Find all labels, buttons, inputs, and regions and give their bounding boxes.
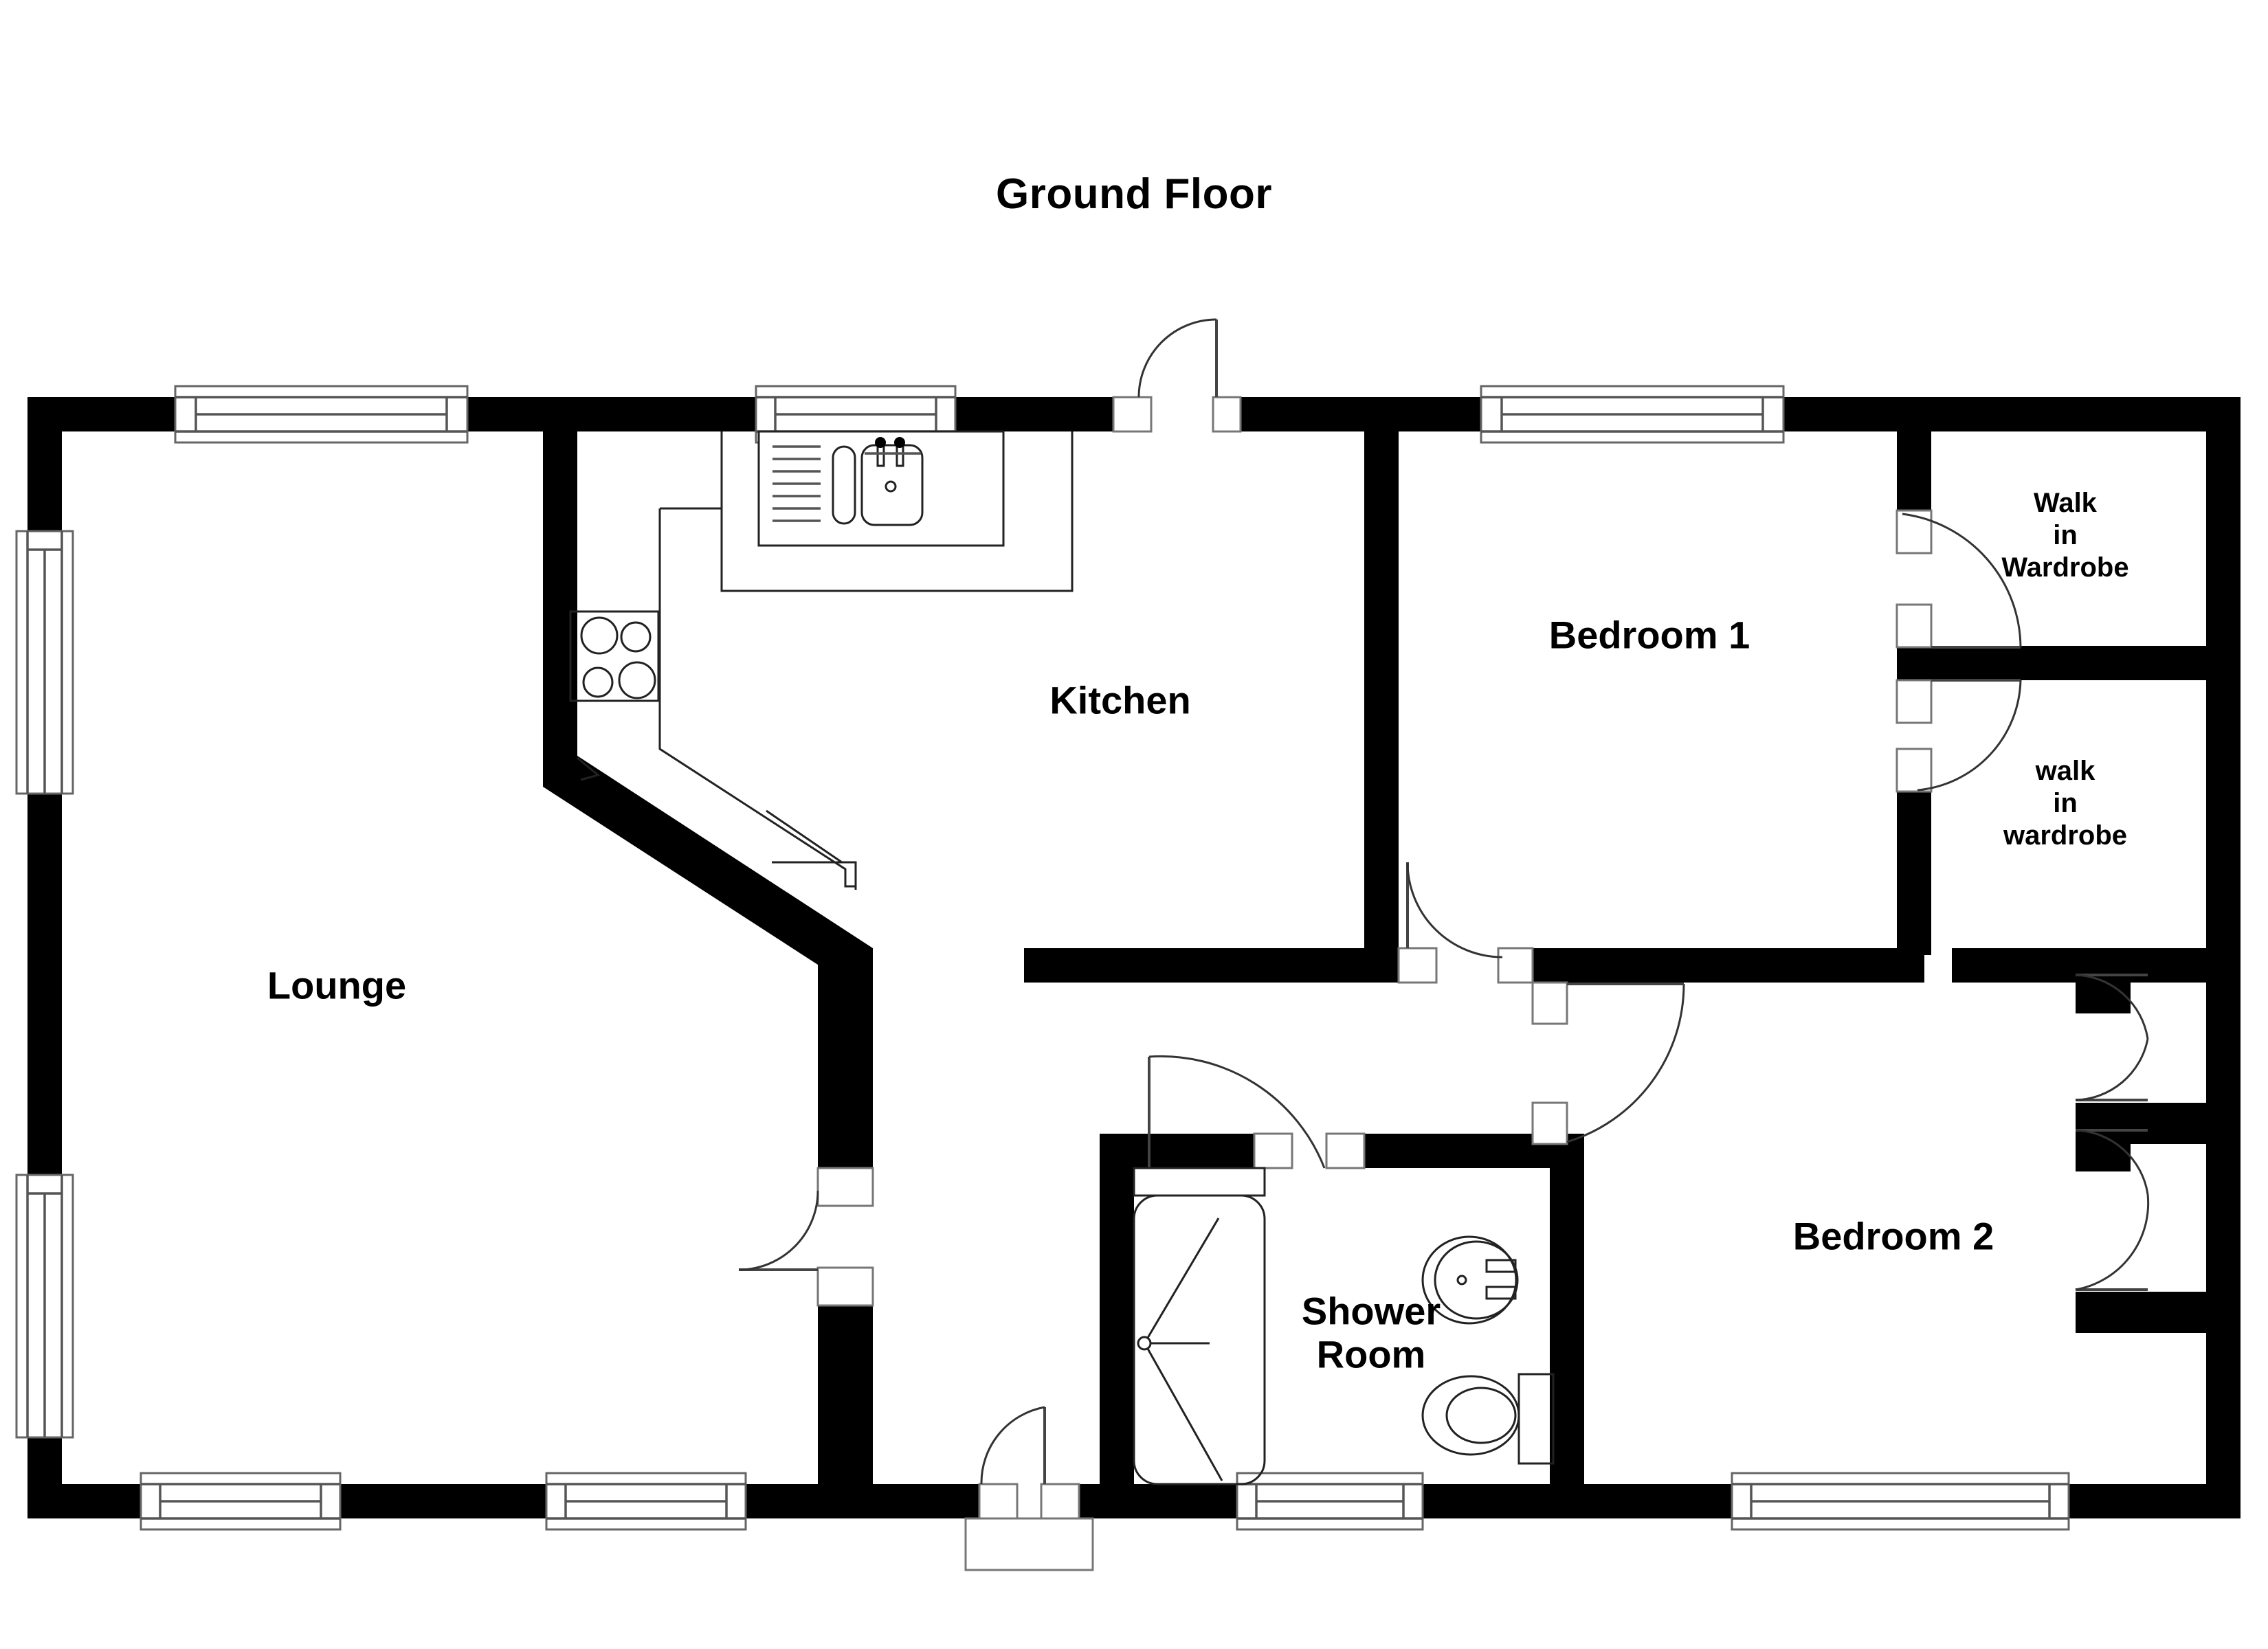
room-label-lounge: Lounge [267,963,407,1007]
page-title: Ground Floor [995,170,1273,218]
room-label-walk-in-wardrobe-1: Walk in Wardrobe [2001,488,2129,583]
door-kitchen-north [1112,318,1242,433]
interior-walls [543,397,2241,1491]
door-walk-in-wardrobe-1 [1895,509,2022,649]
window-bedroom2-south [1731,1472,2070,1531]
window-lounge-north [174,385,469,444]
fixture-hob [569,610,660,702]
room-label-bedroom-2: Bedroom 2 [1792,1214,1994,1258]
door-bedroom2-wardrobe-upper [2075,974,2149,1101]
drainer [772,445,821,522]
room-label-bedroom-1: Bedroom 1 [1548,613,1750,657]
fixture-kitchen-sink [757,430,1005,547]
window-lounge-west-upper [15,530,74,795]
window-lounge-south-1 [140,1472,342,1531]
fixture-shower-enclosure [1133,1167,1266,1485]
window-shower-south [1236,1472,1424,1531]
door-walk-in-wardrobe-2 [1895,679,2022,793]
fixture-wash-basin [1421,1235,1519,1325]
fixture-toilet [1421,1373,1555,1465]
room-label-shower-room: Shower Room [1301,1289,1441,1376]
room-label-walk-in-wardrobe-2: walk in wardrobe [2003,756,2128,851]
door-front-entry [964,1406,1094,1571]
window-lounge-south-2 [545,1472,747,1531]
window-bedroom1-north [1480,385,1785,444]
door-bedroom1 [1397,862,1534,984]
window-lounge-west-lower [15,1174,74,1439]
doors [738,318,2150,1571]
door-shower-room [1148,1055,1366,1169]
door-bedroom2-wardrobe-lower [2075,1129,2150,1291]
door-bedroom2 [1531,981,1685,1145]
fixture-kitchen-worktop [577,431,1074,890]
room-label-kitchen: Kitchen [1049,678,1191,722]
door-lounge [738,1167,874,1307]
